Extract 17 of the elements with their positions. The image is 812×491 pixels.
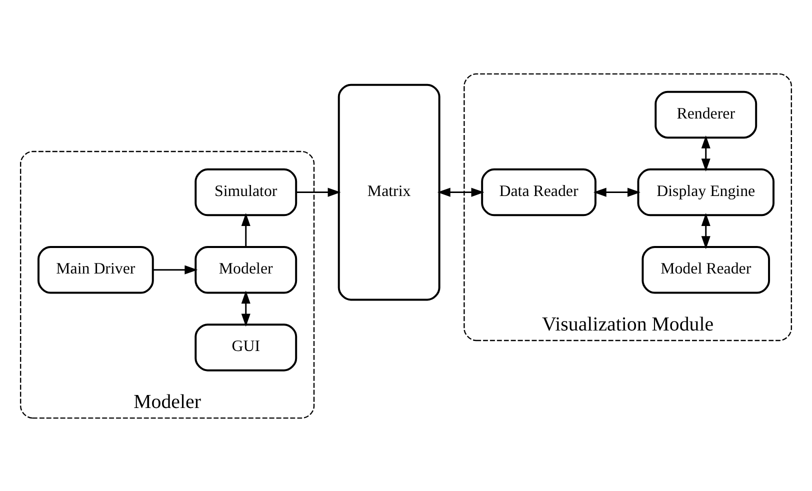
arrow [701, 134, 710, 172]
node-box: Simulator [194, 168, 298, 216]
node-box: GUI [194, 323, 298, 371]
node-box: Model Reader [642, 246, 770, 294]
node-box: Renderer [654, 90, 758, 138]
node-box: Display Engine [637, 168, 774, 216]
arrow [593, 187, 640, 196]
arrow [241, 212, 250, 246]
arrow [241, 290, 250, 326]
node-box: Modeler [194, 246, 298, 294]
arrow [701, 212, 710, 249]
arrow [153, 264, 198, 274]
arrow [437, 187, 484, 196]
arrow [296, 187, 341, 196]
node-box: Data Reader [481, 168, 596, 216]
node-box: Main Driver [38, 246, 154, 294]
node-box: Matrix [338, 83, 440, 300]
